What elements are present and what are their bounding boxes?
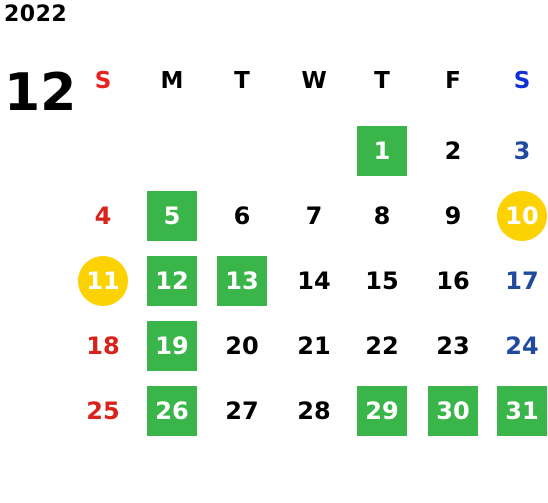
day-cell-8[interactable]: 8: [373, 202, 391, 230]
day-cell-3[interactable]: 3: [513, 137, 531, 165]
day-cell-31[interactable]: 31: [497, 386, 547, 436]
day-cell-17[interactable]: 17: [505, 267, 539, 295]
day-cell-28[interactable]: 28: [297, 397, 331, 425]
day-cell-16[interactable]: 16: [436, 267, 470, 295]
weekday-header-tue: T: [234, 68, 250, 94]
day-cell-21[interactable]: 21: [297, 332, 331, 360]
day-cell-2[interactable]: 2: [444, 137, 462, 165]
year-label: 2022: [4, 2, 68, 27]
day-cell-15[interactable]: 15: [365, 267, 399, 295]
weekday-header-sat: S: [513, 68, 531, 94]
day-cell-5[interactable]: 5: [147, 191, 197, 241]
weekday-header-thu: T: [374, 68, 390, 94]
day-cell-22[interactable]: 22: [365, 332, 399, 360]
day-cell-27[interactable]: 27: [225, 397, 259, 425]
weekday-header-mon: M: [160, 68, 184, 94]
day-cell-24[interactable]: 24: [505, 332, 539, 360]
day-cell-7[interactable]: 7: [305, 202, 323, 230]
day-cell-30[interactable]: 30: [428, 386, 478, 436]
day-cell-26[interactable]: 26: [147, 386, 197, 436]
day-cell-4[interactable]: 4: [94, 202, 112, 230]
day-cell-10[interactable]: 10: [497, 191, 547, 241]
weekday-header-sun: S: [94, 68, 112, 94]
day-cell-14[interactable]: 14: [297, 267, 331, 295]
day-cell-13[interactable]: 13: [217, 256, 267, 306]
day-cell-18[interactable]: 18: [86, 332, 120, 360]
month-number: 12: [4, 63, 77, 123]
day-cell-11[interactable]: 11: [78, 256, 128, 306]
day-cell-1[interactable]: 1: [357, 126, 407, 176]
weekday-header-wed: W: [301, 68, 327, 94]
weekday-header-fri: F: [445, 68, 461, 94]
day-cell-12[interactable]: 12: [147, 256, 197, 306]
day-cell-6[interactable]: 6: [233, 202, 251, 230]
day-cell-9[interactable]: 9: [444, 202, 462, 230]
day-cell-20[interactable]: 20: [225, 332, 259, 360]
day-cell-23[interactable]: 23: [436, 332, 470, 360]
day-cell-25[interactable]: 25: [86, 397, 120, 425]
day-cell-19[interactable]: 19: [147, 321, 197, 371]
day-cell-29[interactable]: 29: [357, 386, 407, 436]
